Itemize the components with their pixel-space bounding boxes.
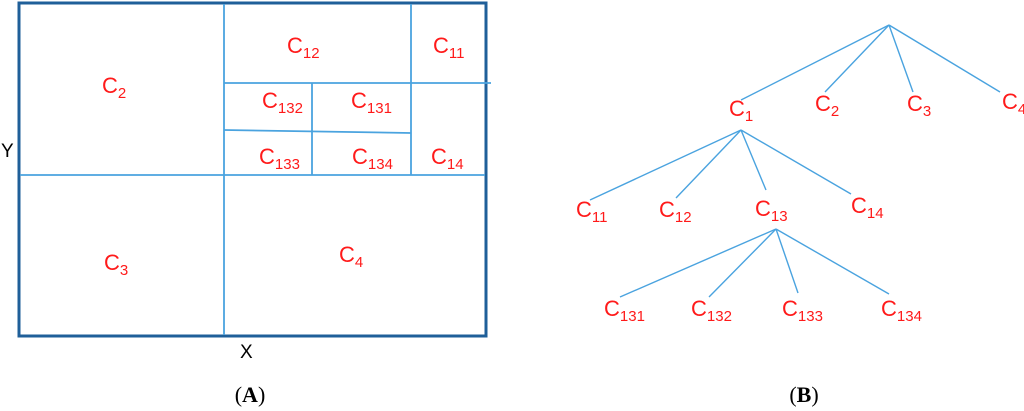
cell-label-c3: C3: [104, 250, 128, 279]
edge-c13-c132: [708, 228, 777, 298]
cell-label-c12: C12: [287, 33, 320, 62]
tree-node-c11: C11: [576, 197, 607, 226]
tree-node-c4: C4: [1002, 89, 1024, 118]
tree-node-c133: C133: [782, 296, 823, 325]
axis-label-y: Y: [1, 141, 14, 162]
edge-root-c1: [740, 24, 890, 101]
tree-node-c13: C13: [755, 196, 788, 225]
edge-c13-c133: [775, 228, 799, 294]
edge-c13-c134: [775, 228, 890, 295]
edge-root-c4: [888, 24, 1001, 93]
cell-label-c133: C133: [259, 144, 300, 173]
tree-node-c131: C131: [604, 296, 645, 325]
tree-edges: [589, 24, 1001, 298]
tree-node-c134: C134: [881, 296, 922, 325]
edge-c1-c12: [675, 129, 742, 199]
tree-node-c1: C1: [729, 96, 753, 125]
axis-label-x: X: [240, 342, 253, 363]
cell-label-c131: C131: [351, 88, 392, 117]
edge-c1-c13: [740, 129, 767, 191]
edge-c1-c14: [740, 129, 852, 195]
caption-a: (A): [235, 382, 266, 407]
cell-label-c4: C4: [339, 242, 363, 271]
cell-label-c11: C11: [433, 33, 464, 62]
cell-label-c134: C134: [352, 144, 393, 173]
cell-label-c132: C132: [262, 88, 303, 117]
tree-node-c14: C14: [851, 193, 884, 222]
tree-node-c3: C3: [907, 91, 931, 120]
edge-c13-c131: [619, 228, 777, 298]
cell-label-c2: C2: [102, 73, 126, 102]
tree-nodes: C1 C2 C3 C4 C11 C12 C13 C14 C131 C132 C1…: [576, 89, 1024, 325]
outer-border: [17, 1, 488, 338]
panel-b-tree: C1 C2 C3 C4 C11 C12 C13 C14 C131 C132 C1…: [576, 24, 1024, 407]
tree-node-c132: C132: [691, 296, 732, 325]
cell-label-c14: C14: [431, 144, 464, 173]
edge-root-c2: [824, 24, 890, 93]
edge-c1-c11: [589, 129, 742, 201]
tree-node-c2: C2: [815, 91, 839, 120]
edge-root-c3: [888, 24, 914, 93]
tree-node-c12: C12: [659, 197, 692, 226]
partition-lines: [20, 4, 491, 335]
panel-a-partition: C2 C12 C11 C132 C131 C133 C134 C14 C3 C4…: [1, 1, 491, 407]
caption-b: (B): [789, 382, 818, 407]
split-horizontal-c13: [223, 129, 412, 134]
